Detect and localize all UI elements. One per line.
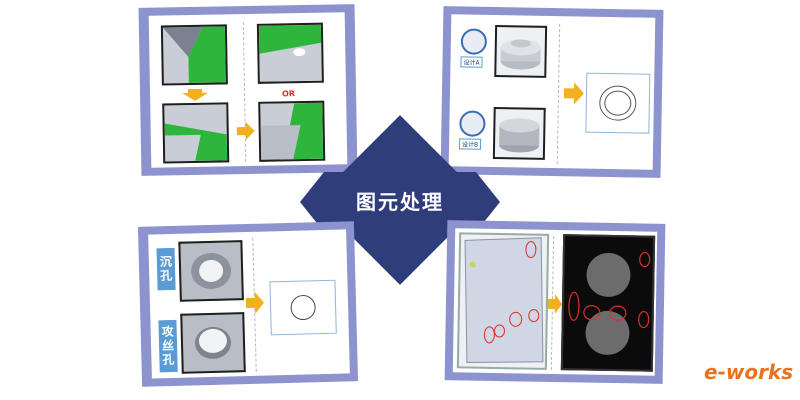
divider-top-right bbox=[556, 24, 561, 165]
cut-before-shape bbox=[162, 26, 226, 84]
or-label: OR bbox=[281, 89, 296, 99]
cut-option-shape bbox=[258, 24, 322, 82]
eworks-logo-e: e bbox=[704, 360, 718, 384]
user-top-label: 设计A bbox=[460, 56, 483, 68]
panel-bottom-left: 沉孔 攻丝孔 bbox=[137, 221, 359, 387]
tapped-hole-chip: 攻丝孔 bbox=[158, 319, 178, 373]
cut-result-a-shape bbox=[164, 104, 228, 162]
eworks-logo-text: -works bbox=[717, 360, 794, 384]
panel-bottom-left-content: 沉孔 攻丝孔 bbox=[148, 229, 350, 379]
eworks-logo: e-works bbox=[704, 360, 793, 384]
tapped-hole-icon bbox=[195, 326, 232, 359]
user-bottom-label: 设计B bbox=[458, 138, 482, 150]
panel-top-right-content: 设计A 设计B bbox=[448, 14, 656, 170]
thumb-boss-part bbox=[494, 24, 548, 78]
cylinder-part-shape bbox=[499, 118, 540, 153]
thumb-cut-result-a bbox=[162, 102, 230, 164]
boss-part-shape bbox=[500, 39, 541, 70]
down-arrow-icon bbox=[182, 88, 209, 101]
right-arrow-icon bbox=[563, 82, 584, 105]
panel-bottom-right-content bbox=[452, 228, 658, 376]
hole-result-frame bbox=[269, 279, 337, 336]
thumb-tapped-hole bbox=[180, 312, 246, 374]
ring-result-icon bbox=[599, 85, 637, 121]
right-arrow-icon bbox=[547, 294, 562, 314]
result-frame bbox=[585, 72, 651, 134]
panel-bottom-right bbox=[444, 220, 666, 384]
panel-top-left: OR bbox=[138, 4, 358, 176]
right-arrow-icon bbox=[245, 291, 264, 314]
sheet-part-shape bbox=[464, 237, 544, 363]
avatar-bottom bbox=[459, 110, 486, 137]
right-arrow-icon bbox=[236, 122, 255, 141]
center-title: 图元处理 bbox=[356, 190, 444, 214]
thumb-sheet-result bbox=[560, 234, 656, 372]
center-banner bbox=[300, 172, 500, 232]
thumb-sheet-part bbox=[456, 232, 550, 370]
hole-result-icon bbox=[290, 295, 316, 321]
sheet-result-shape bbox=[568, 251, 651, 355]
cut-result-b-shape bbox=[260, 102, 324, 160]
panel-top-right: 设计A 设计B bbox=[440, 6, 664, 178]
thumb-countersink-hole bbox=[178, 240, 244, 302]
thumb-cut-result-b bbox=[258, 100, 326, 162]
thumb-cut-option bbox=[256, 22, 324, 84]
panel-top-left-content: OR bbox=[148, 12, 348, 168]
divider-top-left bbox=[242, 22, 247, 163]
thumb-cylinder-part bbox=[492, 106, 546, 160]
avatar-top bbox=[460, 28, 488, 55]
thumb-cut-before bbox=[160, 24, 228, 86]
countersink-chip: 沉孔 bbox=[156, 247, 176, 291]
countersink-hole-icon bbox=[191, 252, 232, 289]
